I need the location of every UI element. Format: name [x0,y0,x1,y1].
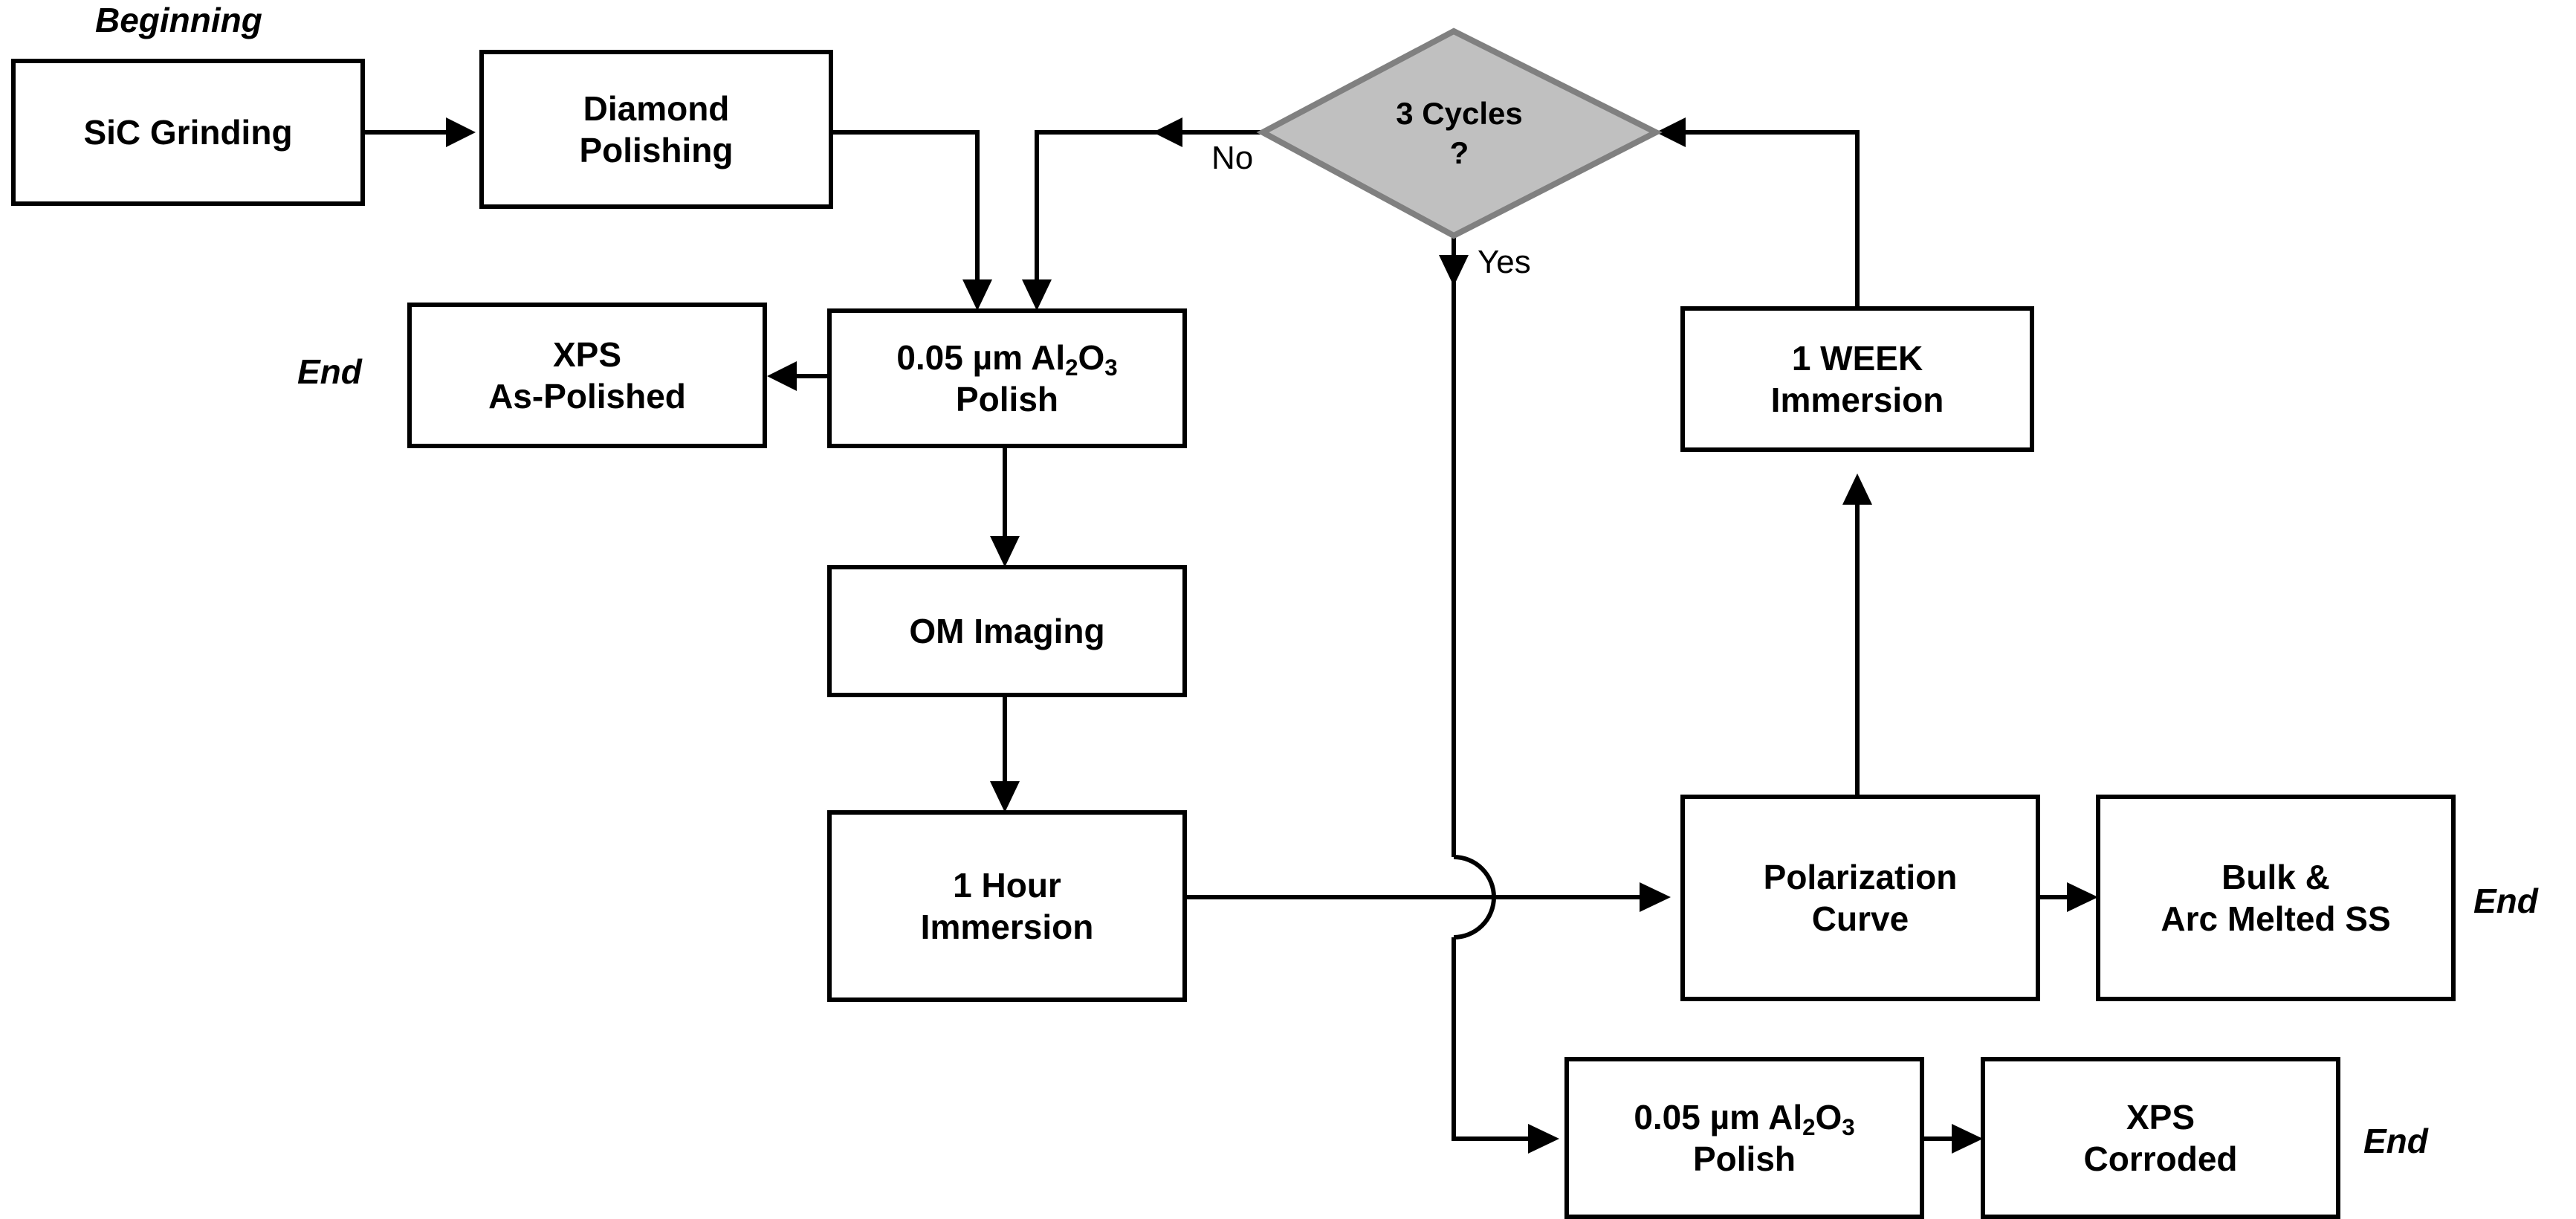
edge-diamond-polishing-to-polish [831,130,992,311]
node-shape-xps-corroded[interactable] [1981,1057,2340,1219]
node-shape-bulk-arc-melted[interactable] [2096,795,2456,1001]
node-shape-one-hour-immersion[interactable] [827,810,1187,1002]
edge-no-loop-to-polish [1022,117,1263,311]
edge-polarization-curve-to-bulk-arc-melted [2038,882,2098,912]
edge-polish-to-om-imaging [990,446,1020,567]
edge-one-week-immersion-to-decision [1656,117,1860,308]
edge-yes-branch [1439,236,1559,1154]
node-shape-sic-grinding[interactable] [11,59,365,206]
edge-label-no: No [1211,140,1254,176]
node-shape-om-imaging[interactable] [827,565,1187,697]
edge-sic-to-diamond-polishing [363,117,476,147]
edge-om-imaging-to-one-hour-immersion [990,695,1020,812]
node-shape-alumina-polish-bot[interactable] [1564,1057,1924,1219]
node-shape-one-week-immersion[interactable] [1680,306,2034,452]
edge-polarization-curve-to-one-week-immersion [1842,473,1872,812]
node-shape-three-cycles[interactable] [1256,28,1663,239]
node-shape-diamond-polishing[interactable] [479,50,833,209]
node-shape-xps-as-polished[interactable] [407,303,767,448]
edge-label-yes: Yes [1478,244,1531,280]
edge-bottom-polish-to-xps-corroded [1922,1124,1983,1154]
beginning-marker: Beginning [95,1,262,39]
edge-polish-to-xps-as-polished [767,361,829,391]
end-marker-xps-corroded: End [2363,1122,2428,1160]
end-marker-bulk-arc-melted: End [2473,882,2538,920]
edge-one-hour-immersion-to-polarization-curve [1186,882,1671,912]
end-marker-xps-as-polished: End [297,352,362,391]
node-shape-alumina-polish-main[interactable] [827,308,1187,448]
node-shape-polarization-curve[interactable] [1680,795,2040,1001]
